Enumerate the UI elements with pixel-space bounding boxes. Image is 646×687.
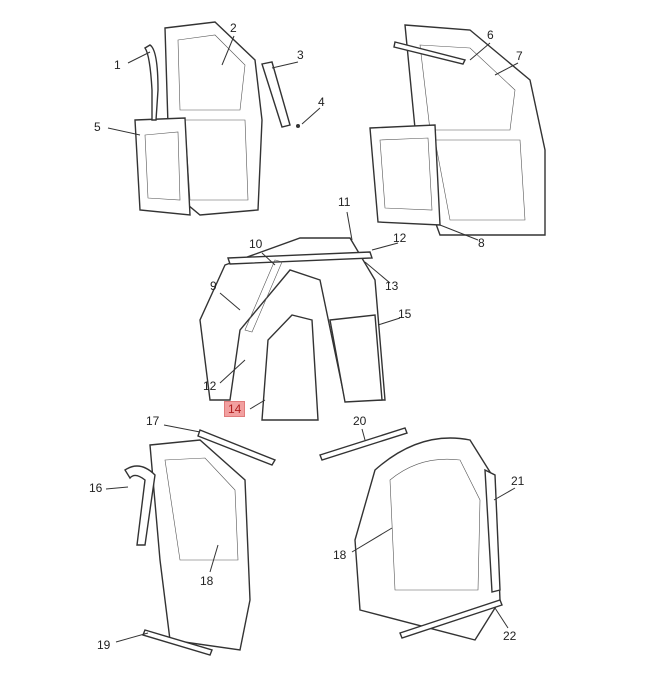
callout-4: 4	[318, 95, 325, 109]
callout-6: 6	[487, 28, 494, 42]
callout-13: 13	[385, 279, 399, 293]
callout-12-top: 12	[393, 231, 407, 245]
callout-9: 9	[210, 279, 217, 293]
callout-2: 2	[230, 21, 237, 35]
callout-18-right: 18	[333, 548, 347, 562]
body-opening-assembly	[199, 237, 386, 421]
callout-3: 3	[297, 48, 304, 62]
callout-7: 7	[516, 49, 523, 63]
callout-11: 11	[338, 195, 351, 209]
front-door-assembly	[369, 24, 546, 236]
callout-17: 17	[146, 414, 160, 428]
callout-1: 1	[114, 58, 121, 72]
front-opening-assembly	[319, 427, 503, 641]
callout-19: 19	[97, 638, 111, 652]
callout-8: 8	[478, 236, 485, 250]
callout-16: 16	[89, 481, 103, 495]
callout-12-bottom: 12	[203, 379, 217, 393]
callout-14-highlighted[interactable]: 14	[224, 401, 246, 417]
callout-21: 21	[511, 474, 525, 488]
callout-5: 5	[94, 120, 101, 134]
callout-10: 10	[249, 237, 263, 251]
leader-lines	[105, 35, 519, 643]
rear-opening-assembly	[124, 429, 277, 656]
callout-18-left: 18	[200, 574, 214, 588]
callout-22: 22	[503, 629, 517, 643]
callout-15: 15	[398, 307, 412, 321]
callout-20: 20	[353, 414, 367, 428]
rear-door-assembly	[134, 21, 300, 216]
